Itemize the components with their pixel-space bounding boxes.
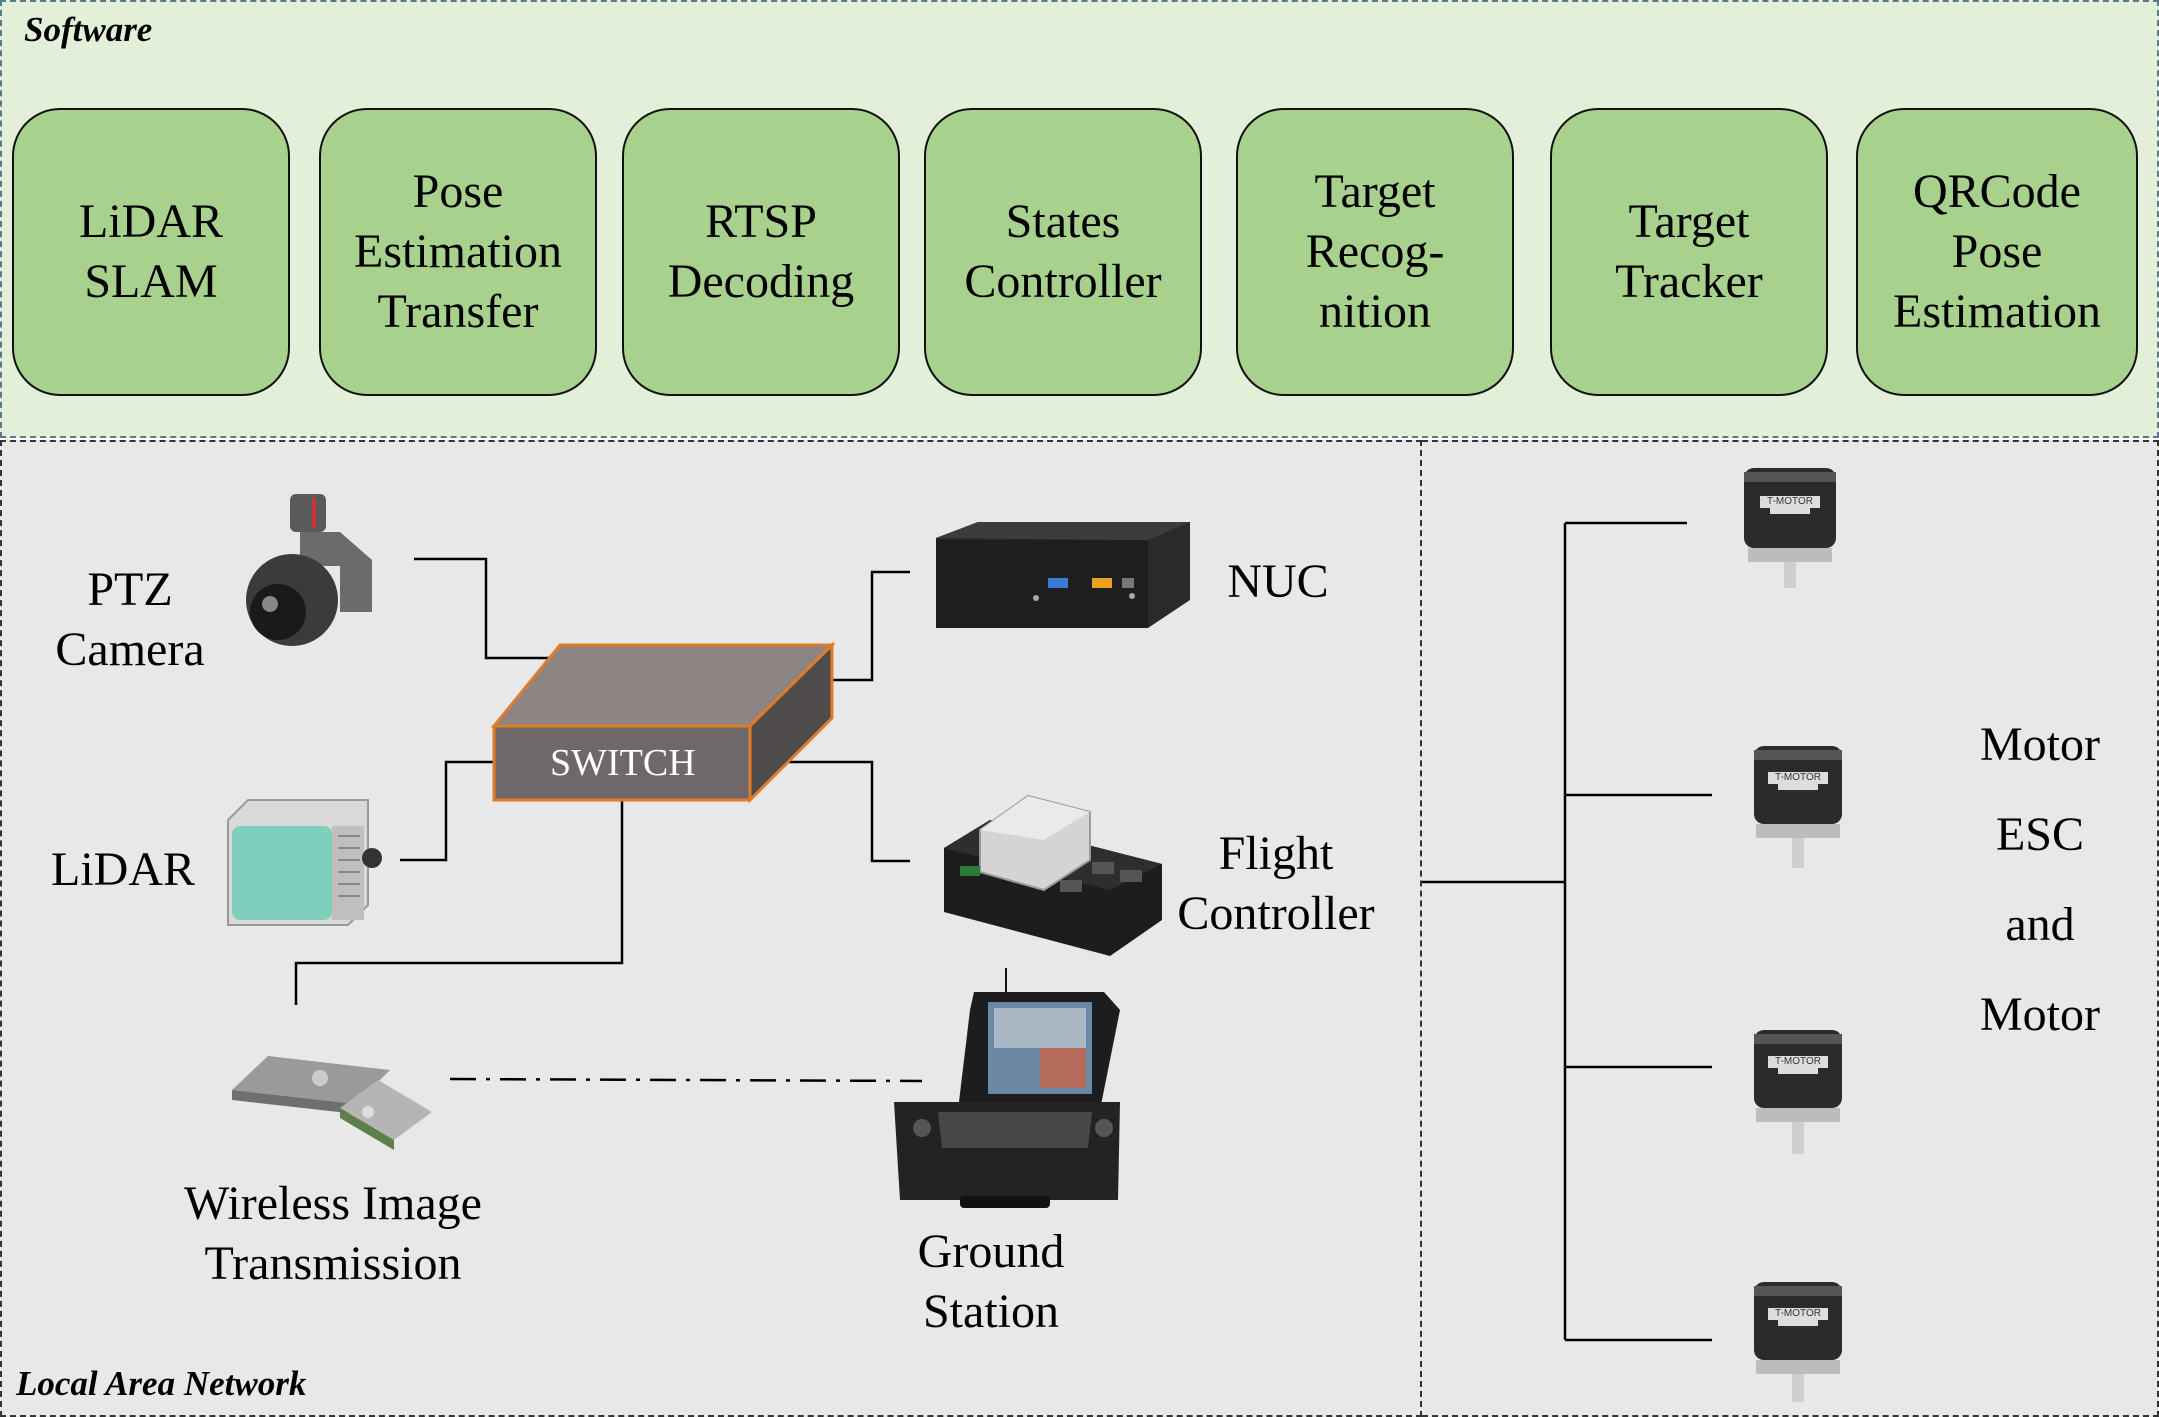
wire-lidar-switch [400,760,496,862]
motor-icon-2 [1754,746,1842,868]
switch-label: SWITCH [550,742,696,784]
ptz-camera-label: PTZ Camera [55,563,205,676]
flight-controller-icon [944,794,1162,956]
ground-station-icon [894,968,1120,1208]
motor-brand-2: T-MOTOR [1768,772,1828,784]
nuc-icon [936,522,1190,628]
motor-esc-label: Motor ESC and Motor [1980,718,2100,1041]
connection-lines [294,521,1712,1342]
wire-switch-wireless [294,800,624,1005]
wireless-label: Wireless Image Transmission [184,1177,482,1290]
motor-icon-3 [1754,1030,1842,1154]
wire-switch-nuc [832,570,910,682]
ground-station-label: Ground Station [917,1225,1065,1338]
flight-controller-label: Flight Controller [1177,827,1375,940]
wireless-link-line [449,1077,923,1083]
lidar-label: LiDAR [51,843,195,896]
wireless-module-icon [232,1056,432,1150]
nuc-label: NUC [1227,555,1329,608]
motor-brand-3: T-MOTOR [1768,1056,1828,1068]
motor-icon-1 [1744,468,1836,588]
motor-brand-4: T-MOTOR [1768,1308,1828,1320]
lan-title: Local Area Network [16,1364,307,1403]
motor-icon-4 [1754,1282,1842,1402]
lidar-icon [227,799,382,926]
wire-switch-fc [750,760,910,863]
ptz-camera-icon [246,494,372,646]
motor-panel [1422,440,2159,1417]
wire-ptz-switch [414,557,560,660]
switch-box [490,641,836,804]
software-title: Software [24,10,153,49]
motor-brand-1: T-MOTOR [1760,496,1820,508]
